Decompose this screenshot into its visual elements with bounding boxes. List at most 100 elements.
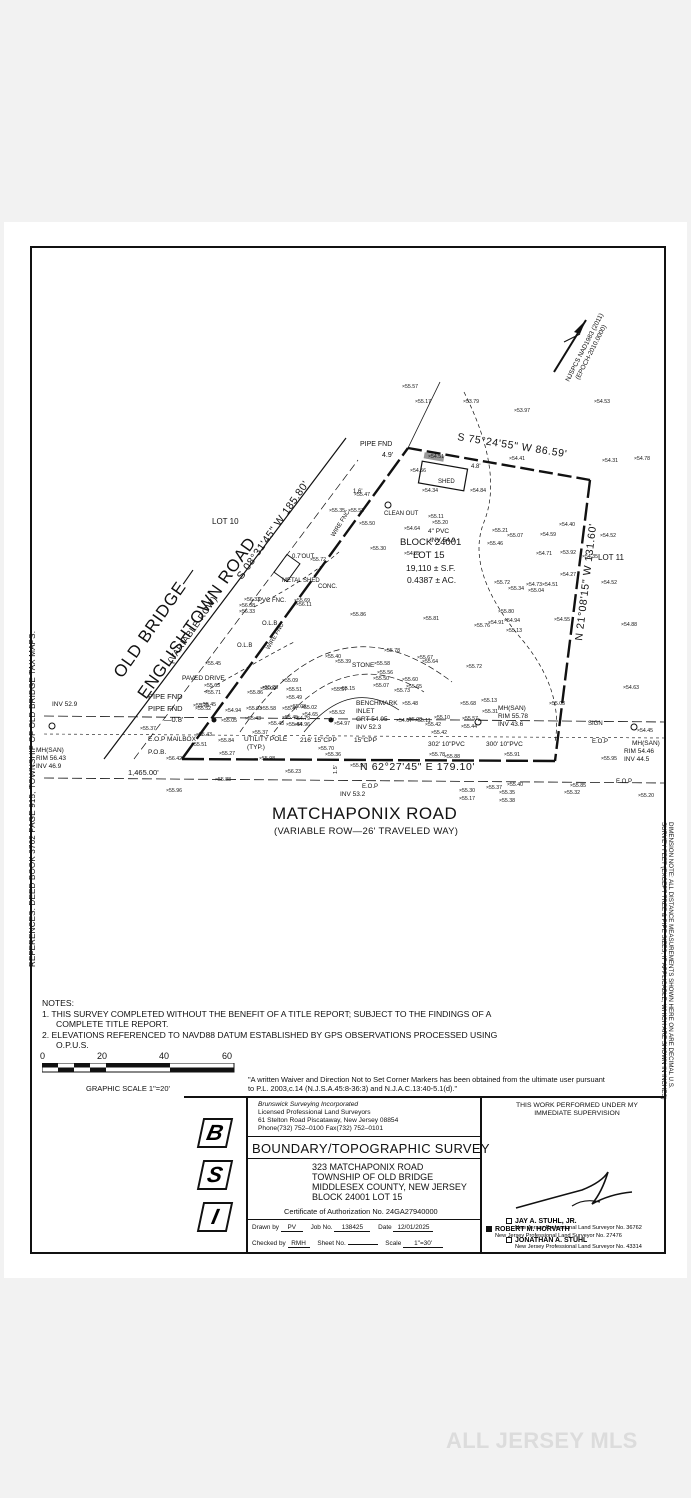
lot-label: LOT 15 — [413, 550, 445, 561]
utility-pole-label: UTILITY POLE — [244, 736, 288, 743]
spot-elevation: ×55.80 — [498, 609, 514, 615]
spot-elevation: ×54.27 — [560, 572, 576, 578]
company-address: 61 Stelton Road Piscataway, New Jersey 0… — [258, 1117, 399, 1124]
spot-elevation: ×55.38 — [499, 798, 515, 804]
manhole-mid-icon — [474, 718, 482, 726]
spot-elevation: ×55.09 — [282, 678, 298, 684]
paved-drive-label: PAVED DRIVE — [182, 675, 225, 682]
spot-elevation: ×55.86 — [350, 612, 366, 618]
checkbox-icon — [506, 1236, 512, 1243]
spot-elevation: ×55.42 — [431, 730, 447, 736]
spot-elevation: ×54.97 — [334, 721, 350, 727]
inlet-label: INLET — [356, 708, 374, 715]
mh-right-inv: INV 44.5 — [624, 756, 650, 763]
mailbox-label: E.O.P MAILBOX — [148, 736, 197, 743]
spot-elevation: ×55.86 — [247, 690, 263, 696]
spot-elevation: ×53.92 — [560, 550, 576, 556]
surveyor-name: ROBERT M. HORVATH — [495, 1226, 570, 1233]
spot-elevation: ×55.08 — [406, 717, 422, 723]
scale-tick-0: 0 — [40, 1051, 46, 1061]
spot-elevation: ×54.91 — [488, 620, 504, 626]
spot-elevation: ×55.10 — [434, 715, 450, 721]
spot-elevation: ×55.28 — [262, 685, 278, 691]
spot-elevation: ×54.73 — [526, 582, 542, 588]
metal-shed-shape — [273, 553, 301, 583]
spot-elevation: ×55.37 — [486, 785, 502, 791]
spot-elevation: ×55.63 — [204, 683, 220, 689]
spot-elevation: ×55.58 — [260, 706, 276, 712]
company-logo: B S I — [184, 1098, 248, 1254]
eop-label-3: E.O.P — [616, 779, 632, 785]
pipe-fnd-3: PIPE FND — [148, 704, 183, 713]
spot-elevation: ×55.36 — [325, 752, 341, 758]
signature-image — [515, 1171, 633, 1209]
spot-elevation: ×54.52 — [601, 580, 617, 586]
spot-elevation: ×55.11 — [415, 718, 431, 724]
spot-elevation: ×55.84 — [218, 738, 234, 744]
conc-label: CONC. — [318, 584, 338, 590]
mh-right-label: MH(SAN) — [632, 740, 660, 747]
drawn-by-row: Drawn by PV Job No. 138425 Date 12/01/20… — [252, 1224, 434, 1232]
drawn-by-label: Drawn by — [252, 1224, 279, 1231]
spot-elevation: ×55.02 — [301, 705, 317, 711]
benchmark-label: BENCHMARK — [356, 700, 398, 707]
spot-elevation: ×55.52 — [329, 710, 345, 716]
spot-elevation: ×55.17 — [415, 399, 431, 405]
pvc-inv: INV 54.9 — [430, 537, 456, 544]
spot-elevation: ×55.50 — [359, 521, 375, 527]
drawing-border — [30, 246, 666, 1254]
note-2a: 2. ELEVATIONS REFERENCED TO NAVD88 DATUM… — [42, 1029, 498, 1040]
scale-tick-60: 60 — [222, 1051, 233, 1061]
job-value: 138425 — [334, 1224, 371, 1232]
logo-letter-s: S — [196, 1160, 234, 1190]
title-block: B S I Brunswick Surveying Incorporated L… — [184, 1096, 666, 1254]
sign-label: SIGN — [588, 721, 603, 727]
shed-shape — [417, 460, 469, 492]
utility-pole-icon — [211, 717, 217, 723]
spot-elevation: ×55.40 — [507, 782, 523, 788]
spot-elevation: ×55.37 — [252, 730, 268, 736]
spot-elevation: ×55.49 — [286, 695, 302, 701]
utility-pole-icon — [328, 717, 334, 723]
cleanout-icon — [384, 501, 392, 509]
spot-elevation: ×55.31 — [482, 709, 498, 715]
pob-label: P.O.B. — [148, 749, 167, 756]
spot-elevation: ×55.96 — [166, 788, 182, 794]
pipe-fnd-3-dim: —0.8' — [164, 715, 184, 724]
address-line-1: 323 MATCHAPONIX ROAD — [312, 1162, 424, 1172]
spot-elevation: ×55.78 — [384, 648, 400, 654]
pipe-fnd-top: PIPE FND — [360, 441, 392, 448]
spot-elevation: ×55.07 — [373, 683, 389, 689]
address-line-4: BLOCK 24001 LOT 15 — [312, 1192, 403, 1202]
survey-title: BOUNDARY/TOPOGRAPHIC SURVEY — [252, 1141, 490, 1156]
spot-elevation: ×55.15 — [339, 686, 355, 692]
spot-elevation: ×55.35 — [329, 508, 345, 514]
scale-label: Scale — [385, 1240, 402, 1247]
pvc-label: 4" PVC — [428, 528, 449, 535]
spot-elevation: ×54.56 — [410, 468, 426, 474]
spot-elevation: ×55.44 — [286, 722, 302, 728]
dim-15: 1.5' — [333, 765, 339, 774]
spot-elevation: ×56.33 — [239, 609, 255, 615]
manhole-right-icon — [630, 723, 638, 731]
spot-elevations: ×55.57×55.17×53.79×53.97×54.53×54.78×54.… — [140, 384, 654, 804]
lot10-label: LOT 10 — [212, 517, 239, 526]
spot-elevation: ×55.52 — [195, 706, 211, 712]
spot-elevation: ×55.03 — [549, 701, 565, 707]
date-label: Date — [378, 1224, 392, 1231]
spot-elevation: ×53.97 — [514, 408, 530, 414]
metal-shed-label: METAL SHED — [282, 578, 320, 584]
spot-elevation: ×55.47 — [282, 706, 298, 712]
surveyor-license: New Jersey Professional Land Surveyor No… — [495, 1233, 622, 1240]
spot-elevation: ×54.45 — [637, 728, 653, 734]
spot-elevation: ×55.98 — [259, 756, 275, 762]
surveyor-entry: JONATHAN A. STUHL — [506, 1236, 682, 1244]
spot-elevation: ×54.96 — [294, 722, 310, 728]
spot-elevation: ×55.56 — [377, 670, 393, 676]
graphic-scale: 0 20 40 60 GRAPHIC SCALE 1"=20' — [38, 1051, 238, 1101]
spot-elevation: ×54.63 — [623, 685, 639, 691]
surveyor-license: New Jersey Professional Land Surveyor No… — [515, 1244, 642, 1251]
pipe-fnd-top-dim: 4.9' — [382, 452, 393, 459]
supervision-statement: THIS WORK PERFORMED UNDER MY IMMEDIATE S… — [516, 1102, 638, 1117]
olb-label: O.L.B — [262, 621, 277, 627]
